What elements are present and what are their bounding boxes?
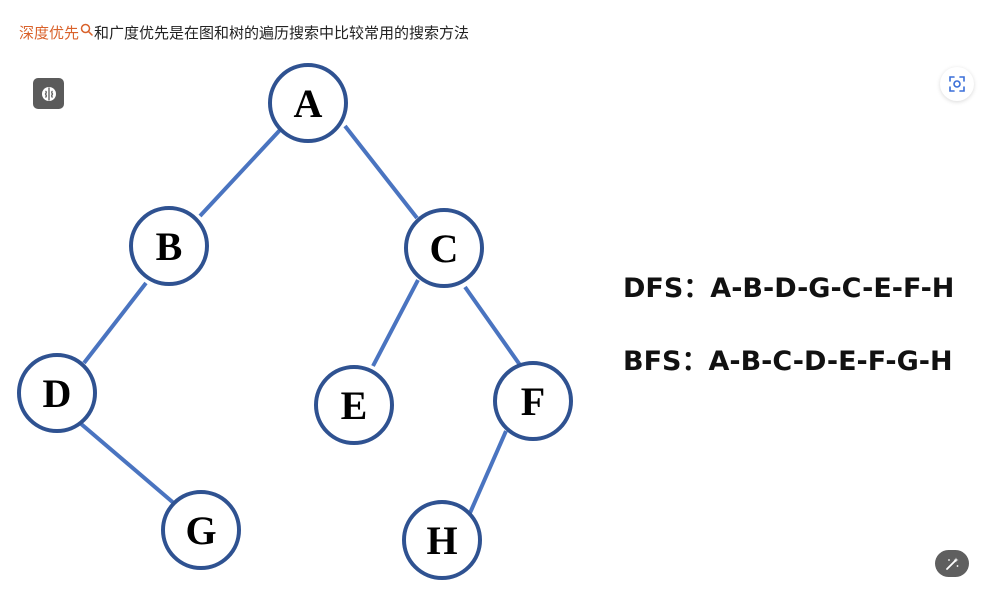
node-label: E xyxy=(341,383,368,428)
tree-node-b: B xyxy=(129,206,209,286)
node-label: H xyxy=(426,518,457,563)
node-label: C xyxy=(430,226,459,271)
edge-c-f xyxy=(463,285,522,367)
magic-wand-icon xyxy=(946,557,959,570)
brain-icon xyxy=(41,86,56,101)
dfs-order: DFS：A-B-D-G-C-E-F-H xyxy=(623,273,955,304)
tree-edges xyxy=(78,124,522,514)
tree-node-g: G xyxy=(161,490,241,570)
brain-button[interactable] xyxy=(33,78,64,109)
bfs-order: BFS：A-B-C-D-E-F-G-H xyxy=(623,346,953,377)
keyword-link[interactable]: 深度优先 xyxy=(19,24,80,42)
node-label: G xyxy=(185,508,216,553)
edge-a-c xyxy=(343,124,419,220)
search-icon[interactable] xyxy=(80,23,93,36)
edge-c-e xyxy=(371,279,420,367)
tree-node-c: C xyxy=(404,208,484,288)
tree-node-d: D xyxy=(17,353,97,433)
intro-text: 和广度优先是在图和树的遍历搜索中比较常用的搜索方法 xyxy=(94,24,470,42)
edge-a-b xyxy=(198,128,282,218)
node-label: F xyxy=(521,379,545,424)
node-label: D xyxy=(43,371,72,416)
node-label: A xyxy=(294,81,323,126)
edge-b-d xyxy=(82,281,148,365)
intro-line: 深度优先 和广度优先是在图和树的遍历搜索中比较常用的搜索方法 xyxy=(19,22,469,43)
edge-f-h xyxy=(468,430,508,514)
image-search-button[interactable] xyxy=(940,67,974,101)
scan-icon xyxy=(949,76,965,92)
edge-d-g xyxy=(78,421,178,507)
magic-edit-button[interactable] xyxy=(935,550,969,577)
tree-node-h: H xyxy=(402,500,482,580)
tree-node-e: E xyxy=(314,365,394,445)
binary-tree-diagram: A B C D E F G H xyxy=(17,63,573,580)
node-label: B xyxy=(156,224,183,269)
tree-node-f: F xyxy=(493,361,573,441)
tree-node-a: A xyxy=(268,63,348,143)
